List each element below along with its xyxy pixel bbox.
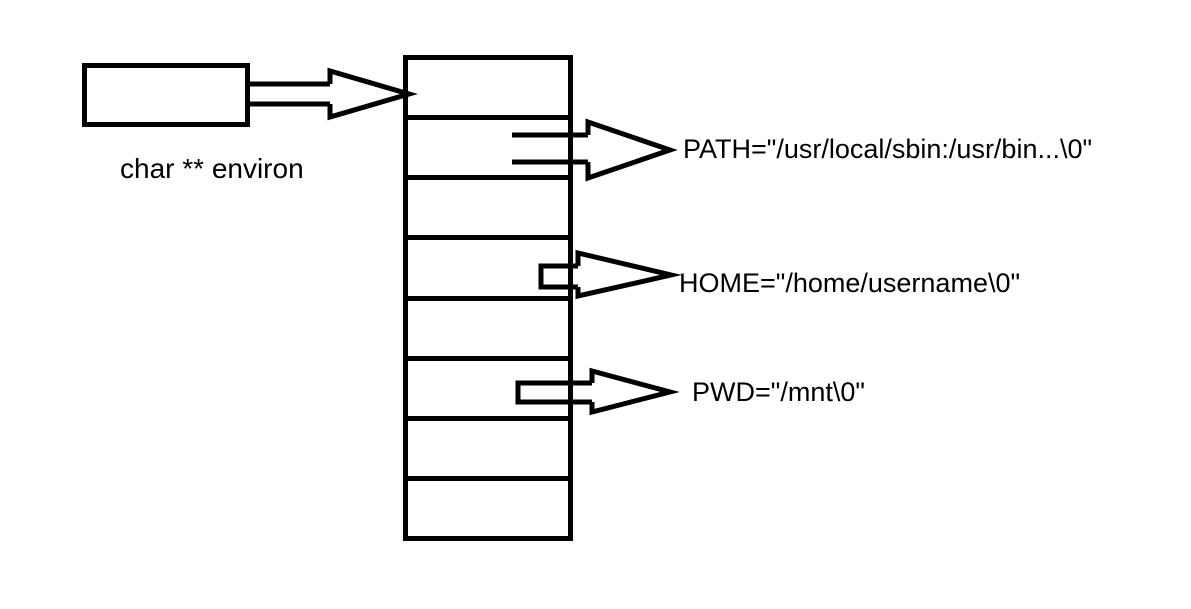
pointer-array [403,55,573,541]
array-cell-4 [408,295,568,356]
env-string-path: PATH="/usr/local/sbin:/usr/bin...\0" [683,134,1093,164]
environ-pointer-label: char ** environ [120,153,304,184]
array-cell-6 [408,415,568,476]
environ-pointer-box [82,63,250,127]
array-cell-5 [408,355,568,416]
env-string-home: HOME="/home/username\0" [679,268,1021,298]
array-cell-0 [408,60,568,115]
array-cell-2 [408,175,568,235]
array-cell-3 [408,235,568,295]
environ-arrow [250,67,418,121]
array-cell-7 [408,475,568,536]
env-string-pwd: PWD="/mnt\0" [692,377,865,407]
array-cell-1 [408,115,568,175]
